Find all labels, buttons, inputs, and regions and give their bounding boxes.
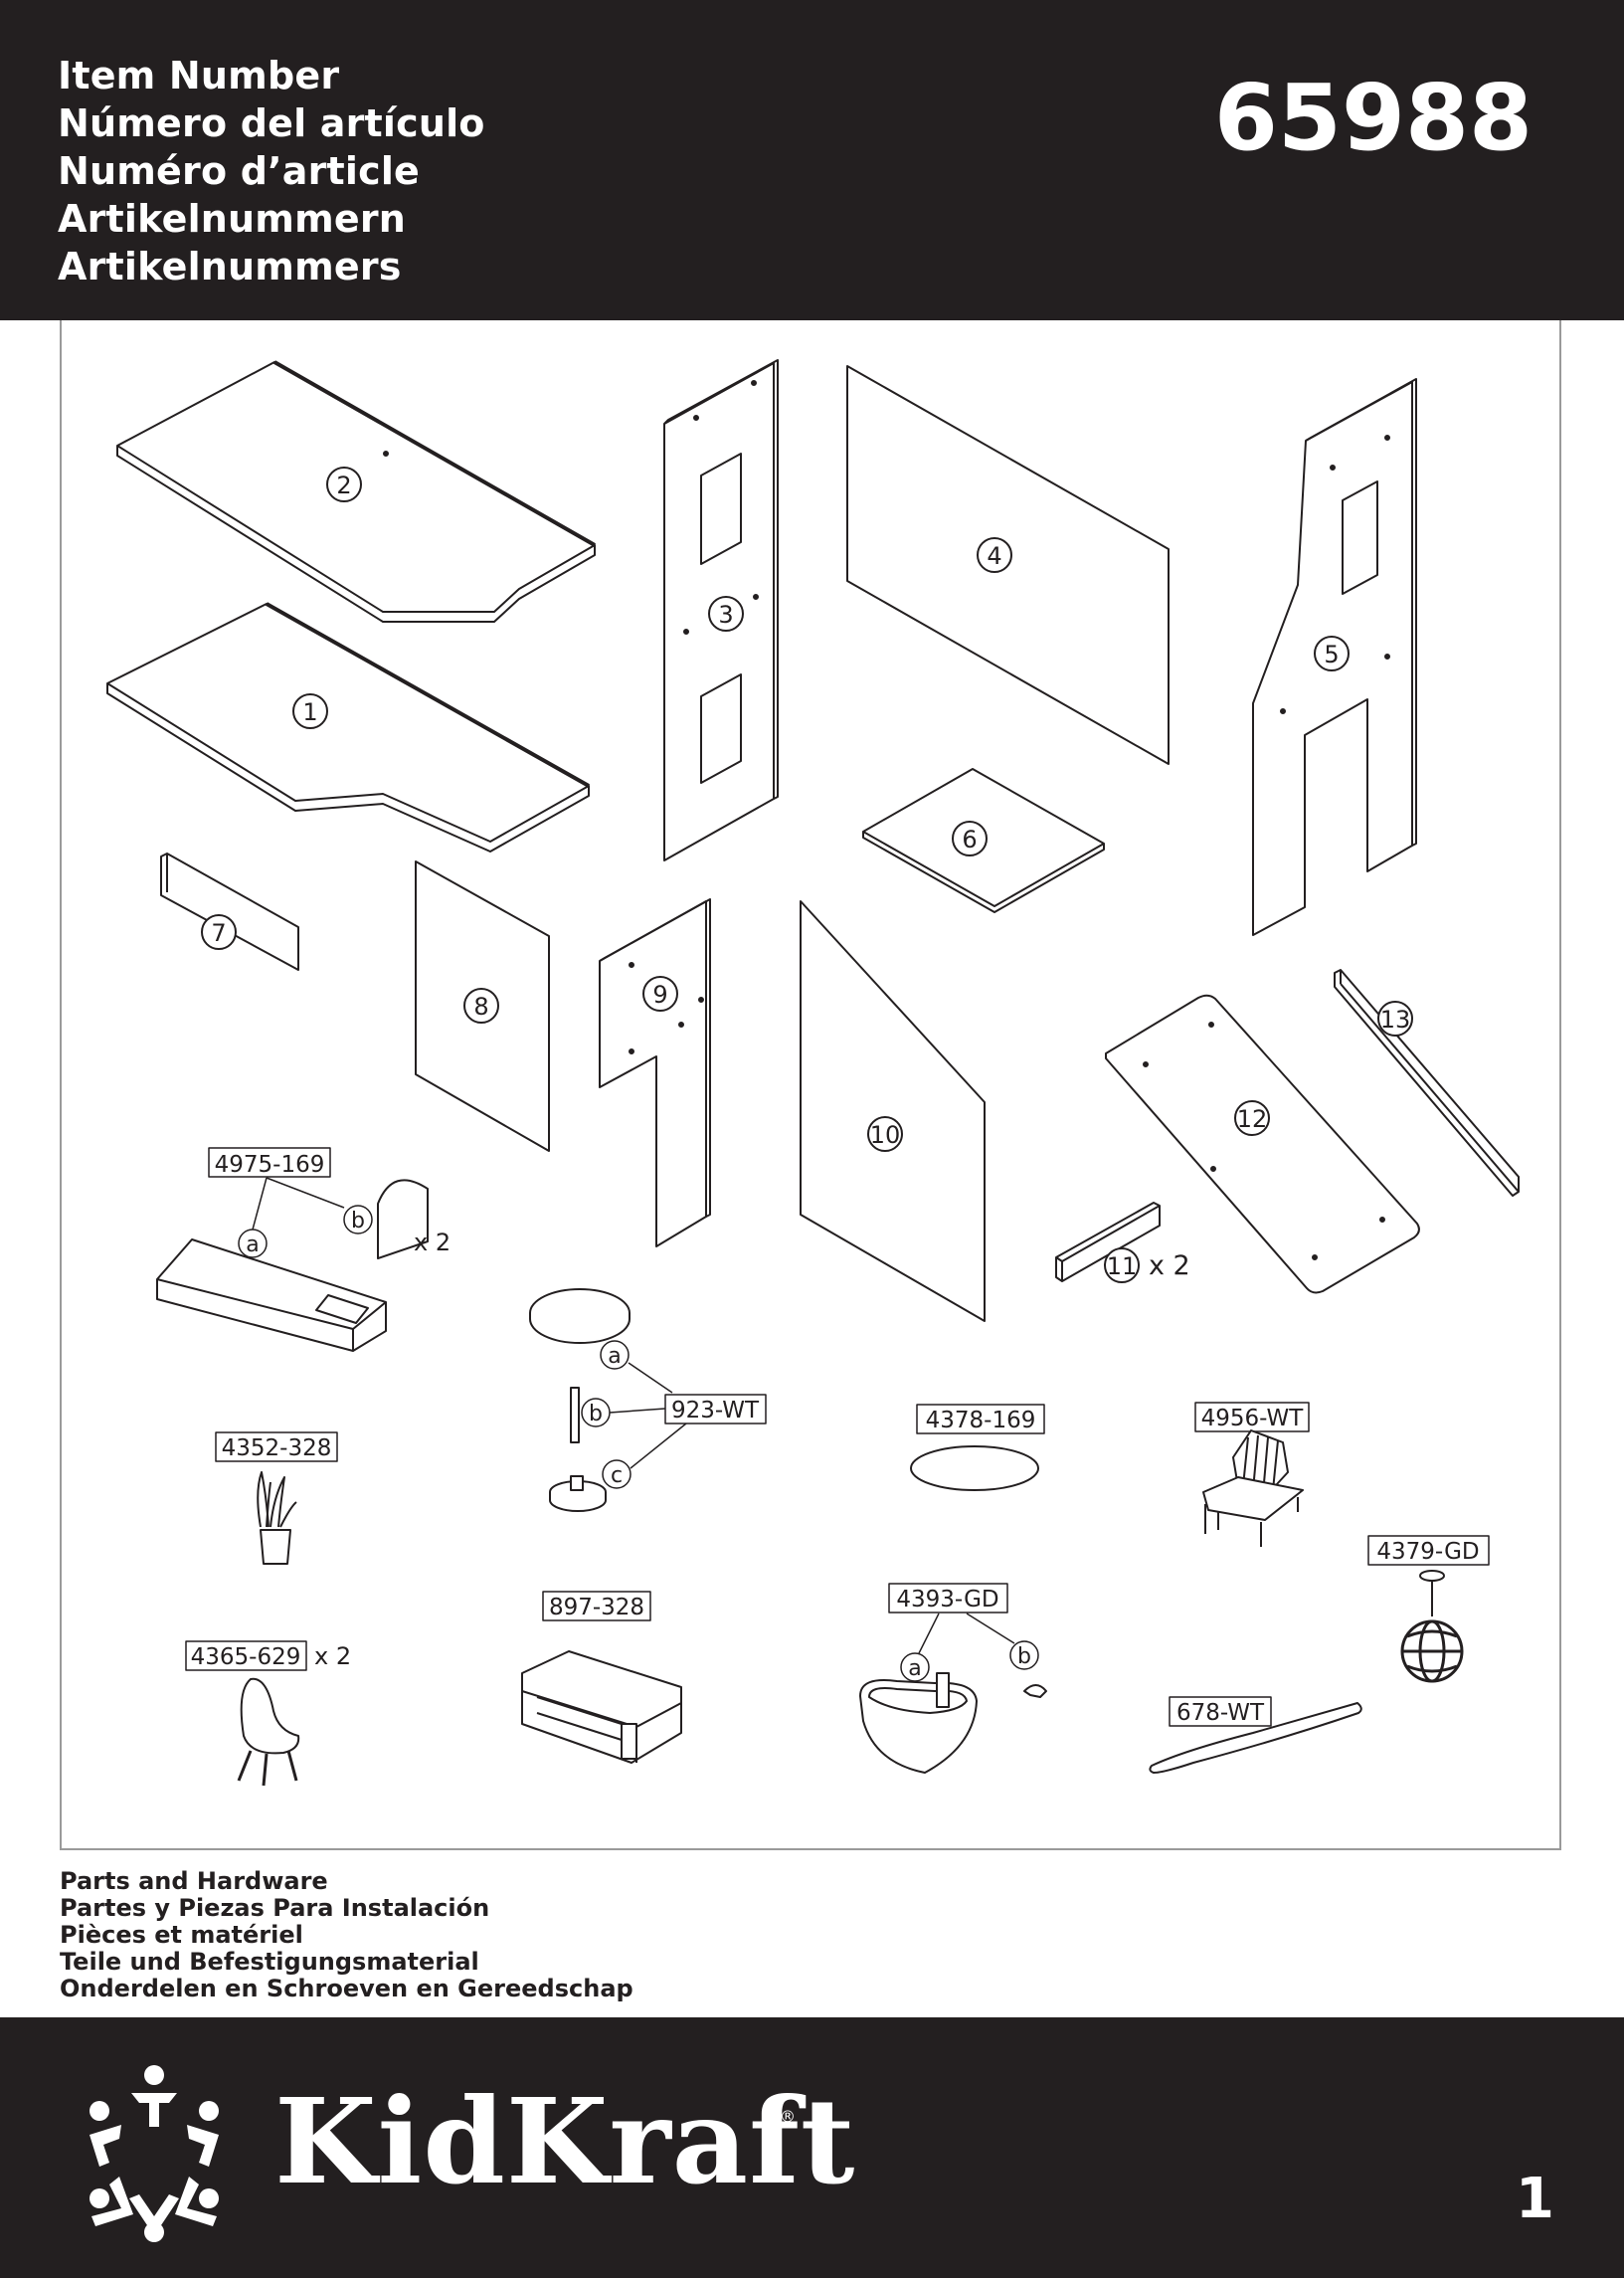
hardware-rail: 678-WT	[1149, 1696, 1362, 1774]
rail-code: 678-WT	[1176, 1700, 1265, 1726]
part-8-panel: 8	[415, 860, 550, 1152]
item-number-labels: Item Number Número del artículo Numéro d…	[58, 52, 485, 290]
part-11-block: 11 x 2	[1055, 1202, 1190, 1283]
table-code: 923-WT	[671, 1398, 760, 1424]
caption-nl: Onderdelen en Schroeven en Gereedschap	[60, 1975, 633, 2002]
desk-sub-b: b	[351, 1209, 365, 1234]
part-6-small-shelf: 6	[862, 768, 1105, 913]
part-2-number: 2	[336, 472, 351, 499]
page-number: 1	[1516, 2167, 1554, 2231]
plant-code: 4352-328	[222, 1435, 332, 1461]
part-5-number: 5	[1324, 641, 1339, 668]
caption-fr: Pièces et matériel	[60, 1921, 303, 1949]
bathtub-code: 4393-GD	[896, 1587, 998, 1613]
table-sub-c: c	[611, 1463, 623, 1488]
footer-bar: KidKraft ® 1	[0, 2017, 1624, 2278]
chair-quantity: x 2	[314, 1642, 351, 1670]
part-3-number: 3	[718, 601, 733, 629]
desk-quantity: x 2	[414, 1229, 451, 1256]
caption-en: Parts and Hardware	[60, 1867, 328, 1895]
hardware-rug: 4378-169	[910, 1404, 1045, 1491]
chair-code: 4365-629	[191, 1644, 301, 1670]
header-bar: Item Number Número del artículo Numéro d…	[0, 0, 1624, 320]
part-9-number: 9	[652, 981, 667, 1009]
kidkraft-logo-icon	[90, 2065, 219, 2242]
item-number-label-de: Artikelnummern	[58, 197, 407, 241]
hardware-sofa: 897-328	[521, 1591, 682, 1764]
parts-frame	[60, 320, 1561, 1850]
caption-de: Teile und Befestigungsmaterial	[60, 1948, 479, 1976]
part-9-l-wall: 9	[599, 898, 711, 1247]
part-1-floor: 1	[106, 602, 590, 853]
lamp-code: 4379-GD	[1376, 1539, 1479, 1565]
parts-caption: Parts and Hardware Partes y Piezas Para …	[60, 1868, 633, 2002]
part-12-number: 12	[1237, 1105, 1268, 1133]
part-8-number: 8	[473, 993, 488, 1021]
armchair-code: 4956-WT	[1201, 1406, 1305, 1431]
part-10-angled-wall: 10	[800, 900, 986, 1322]
registered-mark: ®	[780, 2107, 796, 2126]
part-4-back-panel: 4	[846, 365, 1170, 765]
item-number-label-en: Item Number	[58, 54, 340, 97]
hardware-table: a b c 923-WT	[529, 1288, 767, 1512]
table-sub-a: a	[608, 1344, 621, 1369]
hardware-chair: 4365-629 x 2	[185, 1640, 351, 1787]
part-13-number: 13	[1380, 1006, 1411, 1034]
part-1-number: 1	[302, 698, 317, 726]
part-3-wall: 3	[663, 359, 779, 861]
hardware-lamp: 4379-GD	[1367, 1535, 1490, 1683]
item-number: 65988	[1213, 65, 1533, 171]
part-4-number: 4	[987, 542, 1001, 570]
bathtub-sub-a: a	[908, 1656, 921, 1681]
part-5-side-wall: 5	[1252, 378, 1417, 936]
hardware-desk: 4975-169 a b x 2	[156, 1147, 451, 1352]
part-11-quantity: x 2	[1149, 1250, 1190, 1281]
table-sub-b: b	[589, 1402, 603, 1426]
item-number-label-es: Número del artículo	[58, 101, 485, 145]
hardware-armchair: 4956-WT	[1194, 1402, 1310, 1547]
bathtub-sub-b: b	[1017, 1644, 1031, 1669]
sofa-code: 897-328	[549, 1595, 644, 1620]
hardware-plant: 4352-328	[215, 1431, 338, 1565]
part-13-rail: 13	[1334, 969, 1520, 1197]
brand-wordmark: KidKraft	[274, 2072, 856, 2210]
desk-sub-a: a	[246, 1233, 259, 1257]
rug-code: 4378-169	[926, 1408, 1036, 1433]
part-6-number: 6	[962, 826, 977, 854]
desk-code: 4975-169	[215, 1152, 325, 1178]
item-number-label-nl: Artikelnummers	[58, 245, 402, 288]
part-7-number: 7	[211, 919, 226, 947]
part-7-beam: 7	[160, 853, 299, 971]
part-2-shelf: 2	[116, 360, 596, 623]
hardware-bathtub: 4393-GD a b	[859, 1583, 1047, 1774]
item-number-label-fr: Numéro d’article	[58, 149, 421, 193]
part-10-number: 10	[870, 1121, 901, 1149]
part-11-number: 11	[1107, 1252, 1138, 1280]
part-12-roof-panel: 12	[1105, 994, 1420, 1294]
caption-es: Partes y Piezas Para Instalación	[60, 1894, 490, 1922]
